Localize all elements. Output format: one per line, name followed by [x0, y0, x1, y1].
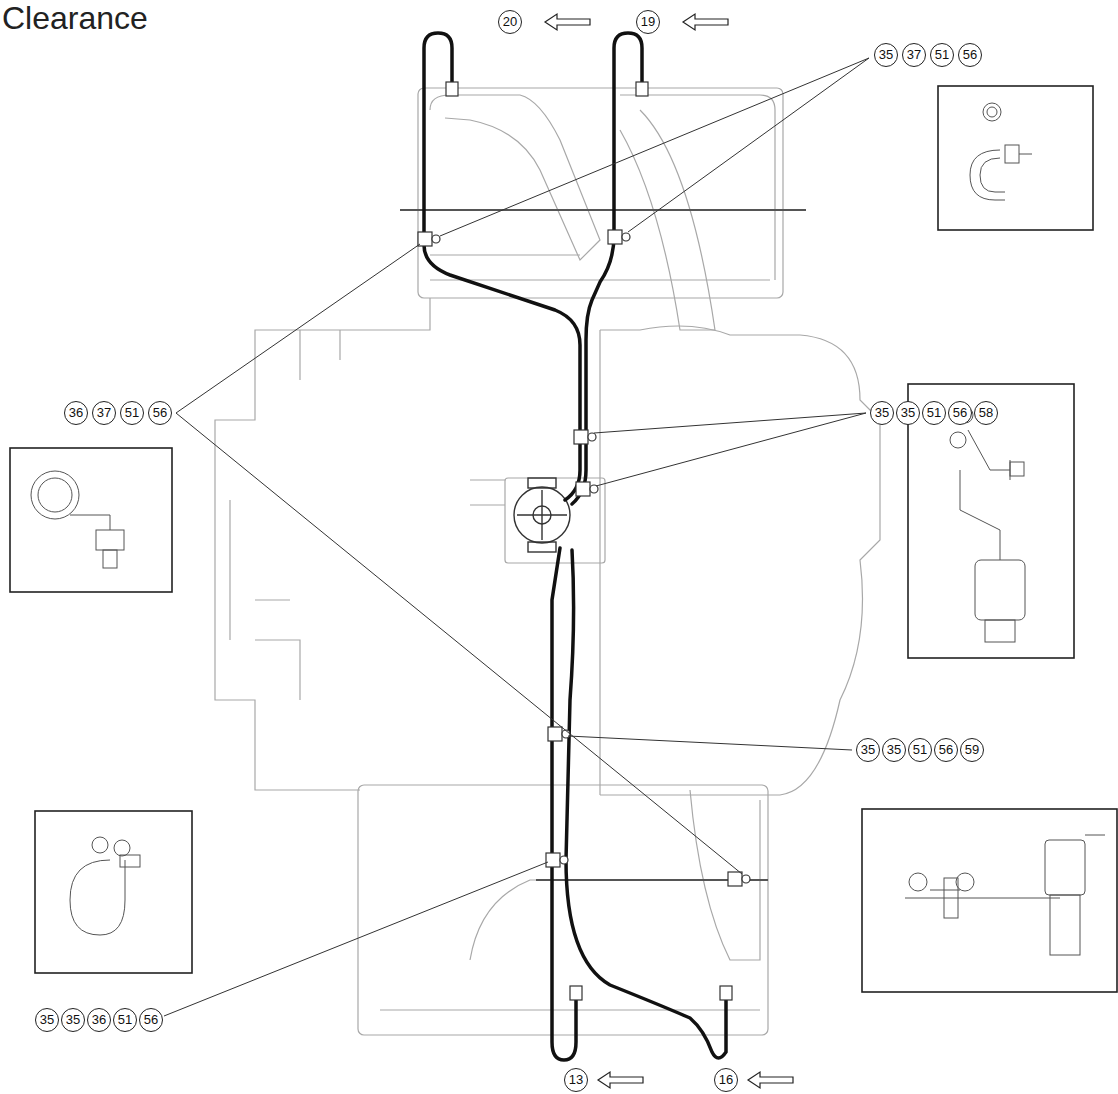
callout-number: 35 [874, 43, 898, 67]
callout-number: 13 [564, 1068, 588, 1092]
clamp-detail [31, 103, 1105, 955]
callout-number: 35 [61, 1008, 85, 1032]
callout-number: 37 [902, 43, 926, 67]
leader-line [164, 58, 869, 1016]
callout-number: 19 [636, 10, 660, 34]
callout-number: 37 [92, 401, 116, 425]
callout-number: 35 [856, 738, 880, 762]
callout-number: 35 [882, 738, 906, 762]
callout-number: 51 [113, 1008, 137, 1032]
callout-number: 51 [922, 401, 946, 425]
clamp-symbol [418, 82, 750, 1000]
callout-number: 56 [148, 401, 172, 425]
callout-number: 56 [934, 738, 958, 762]
hose-line [424, 33, 726, 1060]
callout-number: 56 [948, 401, 972, 425]
callout-number: 59 [960, 738, 984, 762]
callout-number: 35 [896, 401, 920, 425]
valve-symbol [514, 478, 570, 552]
callout-number: 36 [64, 401, 88, 425]
callout-number: 51 [930, 43, 954, 67]
callout-number: 51 [120, 401, 144, 425]
callout-number: 36 [87, 1008, 111, 1032]
callout-number: 51 [908, 738, 932, 762]
flow-arrow [545, 14, 793, 1088]
callout-number: 58 [974, 401, 998, 425]
callout-number: 35 [35, 1008, 59, 1032]
callout-number: 16 [714, 1068, 738, 1092]
callout-number: 20 [498, 10, 522, 34]
callout-number: 56 [139, 1008, 163, 1032]
page-title: Clearance [2, 0, 148, 37]
mounting-rod [400, 210, 806, 880]
callout-number: 56 [958, 43, 982, 67]
detail-inset [10, 86, 1117, 992]
callout-number: 35 [870, 401, 894, 425]
machine-outline [215, 88, 880, 1035]
